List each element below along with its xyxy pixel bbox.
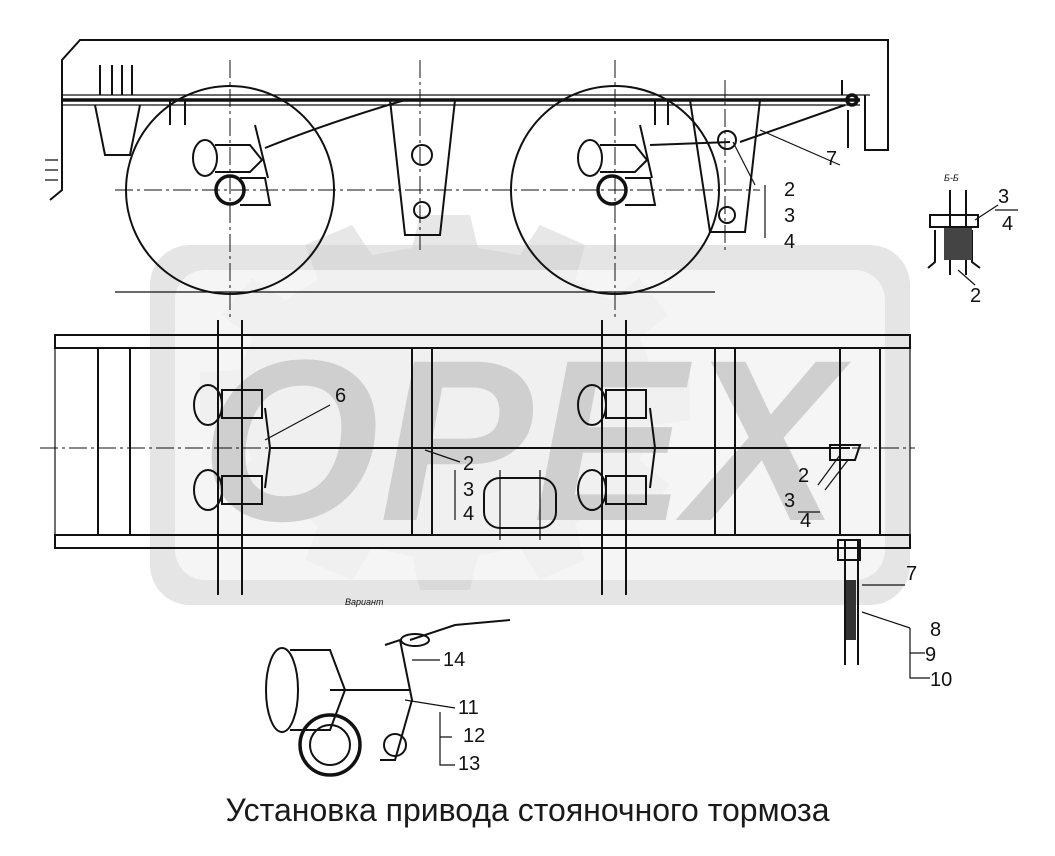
watermark-logo: OPEX [150, 215, 910, 605]
section-title: Б-Б [944, 173, 959, 183]
brake-chamber-rear [577, 124, 657, 206]
callout-10: 10 [930, 669, 952, 691]
plan-brake-front-upper [193, 384, 263, 426]
callout-3-plan: 3 [463, 479, 474, 501]
plan-brake-front-lower [193, 469, 263, 511]
callout-3-section: 3 [998, 186, 1009, 208]
callout-13: 13 [458, 753, 480, 775]
callout-4-side: 4 [784, 231, 795, 253]
callout-2-side: 2 [784, 179, 795, 201]
lever-detail [837, 539, 930, 679]
side-view [45, 39, 889, 320]
callout-4-section: 4 [1002, 213, 1013, 235]
callout-4-plan: 4 [463, 503, 474, 525]
drawing-caption: Установка привода стояночного тормоза [225, 792, 830, 828]
variant-label: Вариант [345, 597, 384, 607]
section-detail: Б-Б [927, 173, 999, 286]
callout-11: 11 [458, 697, 479, 719]
plan-view [40, 320, 915, 595]
callout-12: 12 [463, 725, 485, 747]
callout-7-lever: 7 [906, 563, 917, 585]
callout-14: 14 [443, 649, 465, 671]
watermark-text: OPEX [200, 312, 851, 569]
plan-brake-rear-lower [577, 469, 647, 511]
callout-6: 6 [335, 385, 346, 407]
callout-2-plan-right: 2 [798, 465, 809, 487]
callout-4-plan-right: 4 [800, 510, 811, 532]
variant-detail [265, 619, 511, 777]
callout-9: 9 [925, 644, 936, 666]
brake-chamber-front [192, 124, 272, 206]
callout-2-section: 2 [970, 285, 981, 307]
callout-2-plan: 2 [463, 453, 474, 475]
plan-brake-rear-upper [577, 384, 647, 426]
callout-3-side: 3 [784, 205, 795, 227]
callout-8: 8 [930, 619, 941, 641]
callout-7-side: 7 [826, 148, 837, 170]
callout-3-plan-right: 3 [784, 490, 795, 512]
